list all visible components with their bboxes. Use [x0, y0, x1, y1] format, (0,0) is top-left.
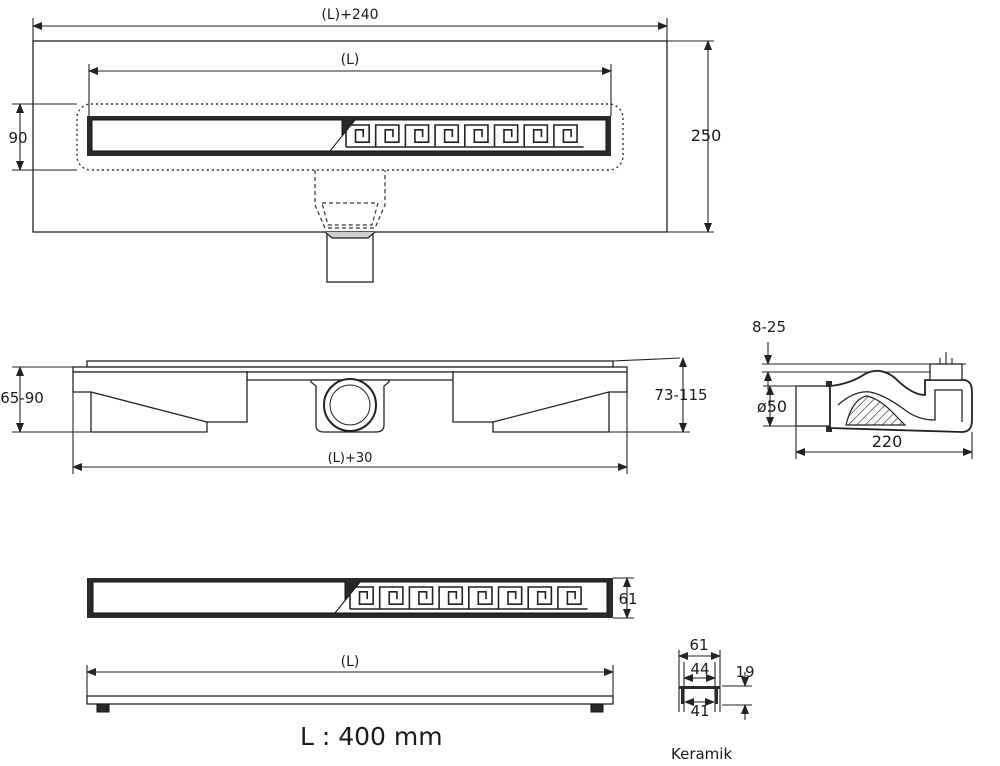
dim-label-adjust: 8-25 [752, 318, 786, 336]
mounting-foot-right [452, 371, 628, 433]
outlet-funnel-hidden [314, 170, 386, 229]
profile-section [679, 686, 720, 689]
mounting-foot-left-ramp [90, 391, 208, 423]
dim-label-total-length: (L)+30 [328, 451, 373, 466]
dim-label-grate-width: 61 [618, 590, 637, 608]
dim-label-channel-length: (L) [341, 52, 360, 68]
material-label: Keramik [671, 745, 732, 763]
greek-key-pattern [349, 586, 588, 610]
trap-hatched-section [845, 395, 907, 426]
grate-foot-left [96, 703, 110, 713]
dim-label-bottom: 41 [690, 702, 709, 720]
grate-foot-right [590, 703, 604, 713]
top-view: (L)+240 (L) 90 250 [8, 7, 722, 283]
grate-side-profile [86, 695, 614, 705]
side-outlet-pipe [323, 378, 377, 432]
dim-label-height-right: 73-115 [654, 386, 707, 404]
side-outlet-pipe-inner [329, 384, 371, 426]
side-channel-body [72, 366, 628, 373]
trap-cap-top [926, 352, 966, 365]
profile-leg-right [715, 689, 718, 704]
dim-label-length: 220 [872, 432, 903, 451]
mounting-foot-left [72, 371, 248, 433]
trap-pipe-ring [826, 426, 832, 432]
grate-plain-section [92, 581, 346, 614]
greek-key-stroke [345, 124, 584, 148]
dim-label-total-height: 250 [691, 126, 722, 145]
dim-label-height-left: 65-90 [0, 389, 44, 407]
trap-cap [929, 363, 963, 381]
outlet-pipe-top [324, 231, 376, 239]
profile-view: 61 44 41 19 Keramik [671, 636, 755, 763]
outlet-pipe [326, 231, 374, 283]
dim-label-grate-length: (L) [341, 654, 360, 670]
grate-view: 61 (L) L : 400 mm [86, 577, 638, 751]
greek-key-pattern [345, 124, 584, 148]
drain-grate-plain [91, 119, 343, 152]
dim-label-outer: 61 [689, 636, 708, 654]
greek-key-stroke [349, 586, 588, 610]
length-note: L : 400 mm [300, 722, 443, 751]
trap-pipe-ring [826, 381, 832, 387]
dim-label-outlet: ø50 [757, 397, 787, 416]
dim-label-inner: 44 [690, 660, 709, 678]
side-view: 65-90 73-115 (L)+30 [0, 357, 708, 474]
floor-line [612, 357, 681, 362]
profile-leg-left [681, 689, 684, 704]
dim-label-total-width: (L)+240 [321, 7, 378, 23]
outlet-funnel-inner [321, 202, 379, 226]
trap-outlet-pipe [795, 385, 831, 427]
dim-label-height: 19 [735, 663, 754, 681]
mounting-foot-right-ramp [492, 391, 610, 423]
side-grate-top [86, 360, 614, 368]
trap-view: 8-25 ø50 220 [752, 318, 973, 459]
dim-label-channel-width: 90 [8, 129, 27, 147]
